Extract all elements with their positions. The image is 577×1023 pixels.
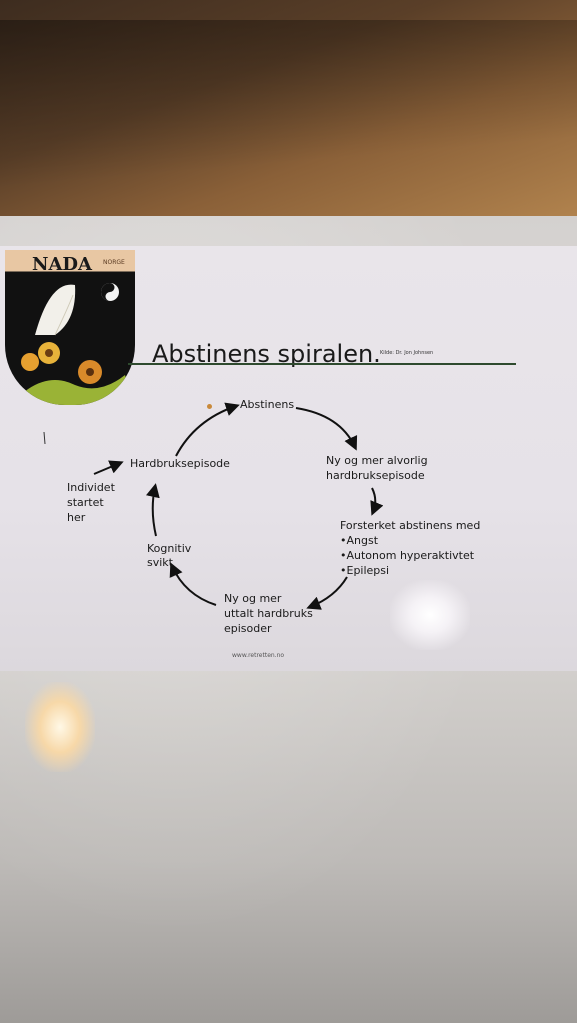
node-alvorlig-line1: Ny og mer alvorlig (326, 454, 428, 467)
node-forsterket-bullet-1: •Angst (340, 534, 379, 547)
title-divider (128, 363, 516, 365)
source-credit: Kilde: Dr. Jon Johnsen (380, 350, 434, 356)
node-kognitiv-line2: svikt (147, 556, 173, 569)
node-uttalt-line1: Ny og mer (224, 592, 282, 605)
arrow-kognitiv-to-hardbruk (146, 483, 160, 537)
node-forsterket-bullet-3: •Epilepsi (340, 564, 390, 577)
ceiling-shadow (0, 20, 577, 250)
ceiling-background (0, 0, 577, 250)
node-start-line3: her (67, 511, 86, 524)
node-start-line1: Individet (67, 481, 115, 494)
node-forsterket-bullet-2: •Autonom hyperaktivtet (340, 549, 475, 562)
arrow-alvorlig-to-forsterket (370, 487, 384, 516)
node-abstinens: Abstinens (240, 398, 295, 411)
node-alvorlig-line2: hardbruksepisode (326, 469, 425, 482)
nada-logo (5, 250, 135, 405)
light-reflection-left (25, 682, 95, 772)
logo-name: NADA (32, 254, 92, 275)
arrow-forsterket-to-uttalt (306, 576, 348, 610)
node-uttalt-line2: uttalt hardbruks (224, 607, 313, 620)
node-uttalt-line3: episoder (224, 622, 272, 635)
node-hardbruksepisode: Hardbruksepisode (130, 457, 230, 470)
arrow-uttalt-to-kognitiv (169, 562, 217, 606)
arrow-start-to-hardbruk (93, 460, 124, 475)
logo-subname: NORGE (103, 259, 125, 266)
arrow-hardbruk-to-abstinens (175, 402, 240, 457)
node-forsterket-heading: Forsterket abstinens med (340, 519, 481, 532)
arrow-abstinens-to-alvorlig (295, 407, 358, 451)
light-reflection-right (390, 580, 470, 650)
node-kognitiv-line1: Kognitiv (147, 542, 192, 555)
pin-mark (207, 404, 212, 409)
footer-url: www.retretten.no (232, 652, 285, 659)
node-start-line2: startet (67, 496, 104, 509)
butterfly-flower-icon (5, 283, 135, 405)
